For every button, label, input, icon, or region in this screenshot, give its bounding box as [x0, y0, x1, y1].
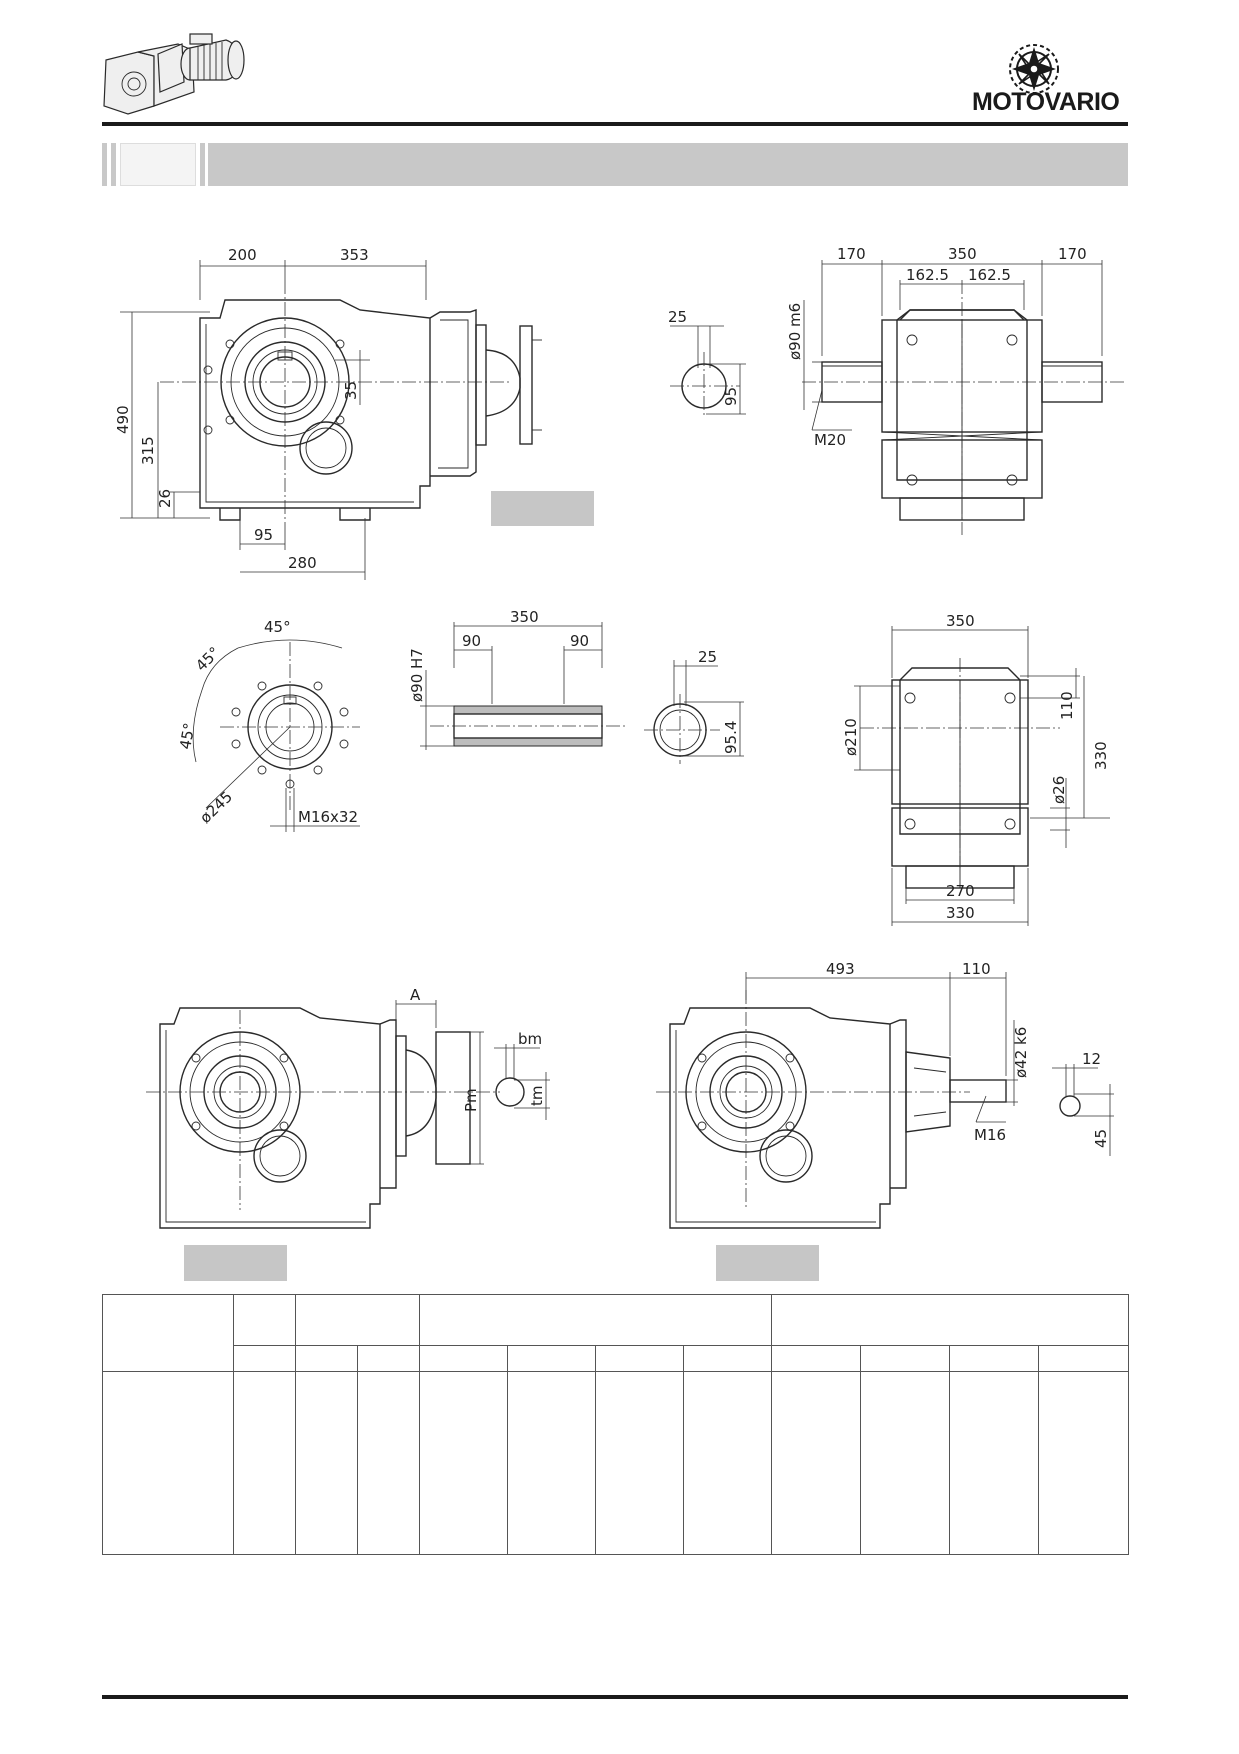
table-cell — [595, 1371, 684, 1555]
key2-height: 95.4 — [722, 721, 740, 754]
table-header-cell — [102, 1294, 234, 1372]
view4-key-tm: tm — [528, 1086, 546, 1107]
dim-view2-right: 170 — [1058, 245, 1087, 263]
title-tab-box — [120, 143, 196, 186]
table-cell — [357, 1371, 420, 1555]
dim-view2-shaft: ø90 m6 — [786, 303, 804, 360]
table-row — [102, 1371, 1129, 1555]
shaft-section-1: 25 95 — [668, 308, 746, 418]
view3-base-inner: 270 — [946, 882, 975, 900]
table-subheader-cell — [771, 1345, 861, 1372]
table-cell — [1038, 1371, 1129, 1555]
brand-logo[interactable]: MOTOVARIO — [972, 88, 1120, 116]
view4-dim-pm: Pm — [462, 1088, 480, 1112]
title-tab-1 — [102, 143, 107, 186]
view-label-box-3 — [716, 1245, 819, 1281]
table-subheader-cell — [233, 1345, 296, 1372]
spec-table — [102, 1294, 1129, 1555]
dim-bottom-outer: 280 — [288, 554, 317, 572]
view5-key-height: 45 — [1092, 1129, 1110, 1148]
key2-width: 25 — [698, 648, 717, 666]
table-cell — [233, 1371, 296, 1555]
flange-angle-mid: 45° — [192, 643, 224, 675]
dim-offset: 35 — [342, 381, 360, 400]
title-tab-2 — [111, 143, 116, 186]
view3-hole: ø26 — [1050, 776, 1068, 804]
view5-length: 493 — [826, 960, 855, 978]
hollow-shaft-right: 90 — [570, 632, 589, 650]
side-view-drawing: 200 353 490 315 26 35 95 280 — [114, 246, 542, 580]
view5-thread: M16 — [974, 1126, 1006, 1144]
dim-foot: 26 — [156, 489, 174, 508]
flange-thread: M16x32 — [298, 808, 358, 826]
table-header-cell — [233, 1294, 296, 1346]
title-tab-3 — [200, 143, 205, 186]
view5-key-width: 12 — [1082, 1050, 1101, 1068]
table-header-cell — [771, 1294, 1129, 1346]
dim-view2-center: 350 — [948, 245, 977, 263]
view3-bore: ø210 — [842, 718, 860, 756]
top-view-drawing: 170 350 170 162.5 162.5 ø90 m6 M20 — [786, 245, 1127, 535]
gear-flower-icon — [1009, 44, 1059, 94]
table-subheader-cell — [507, 1345, 596, 1372]
title-band — [208, 143, 1128, 186]
table-subheader-cell — [1038, 1345, 1129, 1372]
view3-height-b: 330 — [1092, 741, 1110, 770]
view3-base-outer: 330 — [946, 904, 975, 922]
dim-height-axis: 315 — [139, 436, 157, 465]
shaft-section-2: 25 95.4 — [644, 648, 744, 764]
flange-view-drawing: A Pm bm tm — [146, 986, 550, 1229]
view3-width-top: 350 — [946, 612, 975, 630]
dim-view2-half-right: 162.5 — [968, 266, 1011, 284]
flange-pattern-drawing: 45° 45° 45° ø245 M16x32 — [176, 618, 360, 832]
key1-height: 95 — [722, 387, 740, 406]
flange-angle-top: 45° — [264, 618, 291, 636]
view-label-box-2 — [184, 1245, 287, 1281]
view4-key-bm: bm — [518, 1030, 542, 1048]
table-cell — [771, 1371, 861, 1555]
dim-view2-half-left: 162.5 — [906, 266, 949, 284]
dim-height-total: 490 — [114, 405, 132, 434]
table-subheader-cell — [357, 1345, 420, 1372]
table-subheader-cell — [949, 1345, 1039, 1372]
view3-height-a: 110 — [1058, 691, 1076, 720]
table-subheader-cell — [860, 1345, 950, 1372]
key1-width: 25 — [668, 308, 687, 326]
table-cell — [102, 1371, 234, 1555]
gearmotor-thumbnail-icon — [103, 33, 245, 115]
table-cell — [949, 1371, 1039, 1555]
dim-view2-left: 170 — [837, 245, 866, 263]
dim-bottom-inner: 95 — [254, 526, 273, 544]
view5-shaft-dia: ø42 k6 — [1012, 1027, 1030, 1078]
view4-dim-a: A — [410, 986, 421, 1004]
table-header-cell — [419, 1294, 772, 1346]
footer-rule — [102, 1695, 1128, 1699]
table-subheader-cell — [683, 1345, 772, 1372]
input-shaft-view-drawing: 493 110 ø42 k6 M16 12 45 — [656, 960, 1114, 1229]
view-label-box-1 — [491, 491, 594, 526]
table-cell — [683, 1371, 772, 1555]
header-rule — [102, 122, 1128, 126]
table-subheader-cell — [595, 1345, 684, 1372]
table-subheader-cell — [295, 1345, 358, 1372]
flange-angle-low: 45° — [176, 721, 198, 750]
table-cell — [419, 1371, 508, 1555]
table-cell — [507, 1371, 596, 1555]
table-header-cell — [295, 1294, 420, 1346]
flange-pcd: ø245 — [196, 788, 236, 827]
view5-shaft-len: 110 — [962, 960, 991, 978]
dim-view2-thread: M20 — [814, 431, 846, 449]
dim-top-right: 353 — [340, 246, 369, 264]
table-subheader-cell — [419, 1345, 508, 1372]
hollow-shaft-drawing: 350 90 90 ø90 H7 — [408, 608, 625, 750]
front-view-drawing: 350 110 330 ø210 ø26 270 330 — [842, 612, 1110, 926]
dim-top-left: 200 — [228, 246, 257, 264]
hollow-shaft-left: 90 — [462, 632, 481, 650]
table-cell — [295, 1371, 358, 1555]
hollow-shaft-length: 350 — [510, 608, 539, 626]
hollow-shaft-bore: ø90 H7 — [408, 648, 426, 702]
table-cell — [860, 1371, 950, 1555]
